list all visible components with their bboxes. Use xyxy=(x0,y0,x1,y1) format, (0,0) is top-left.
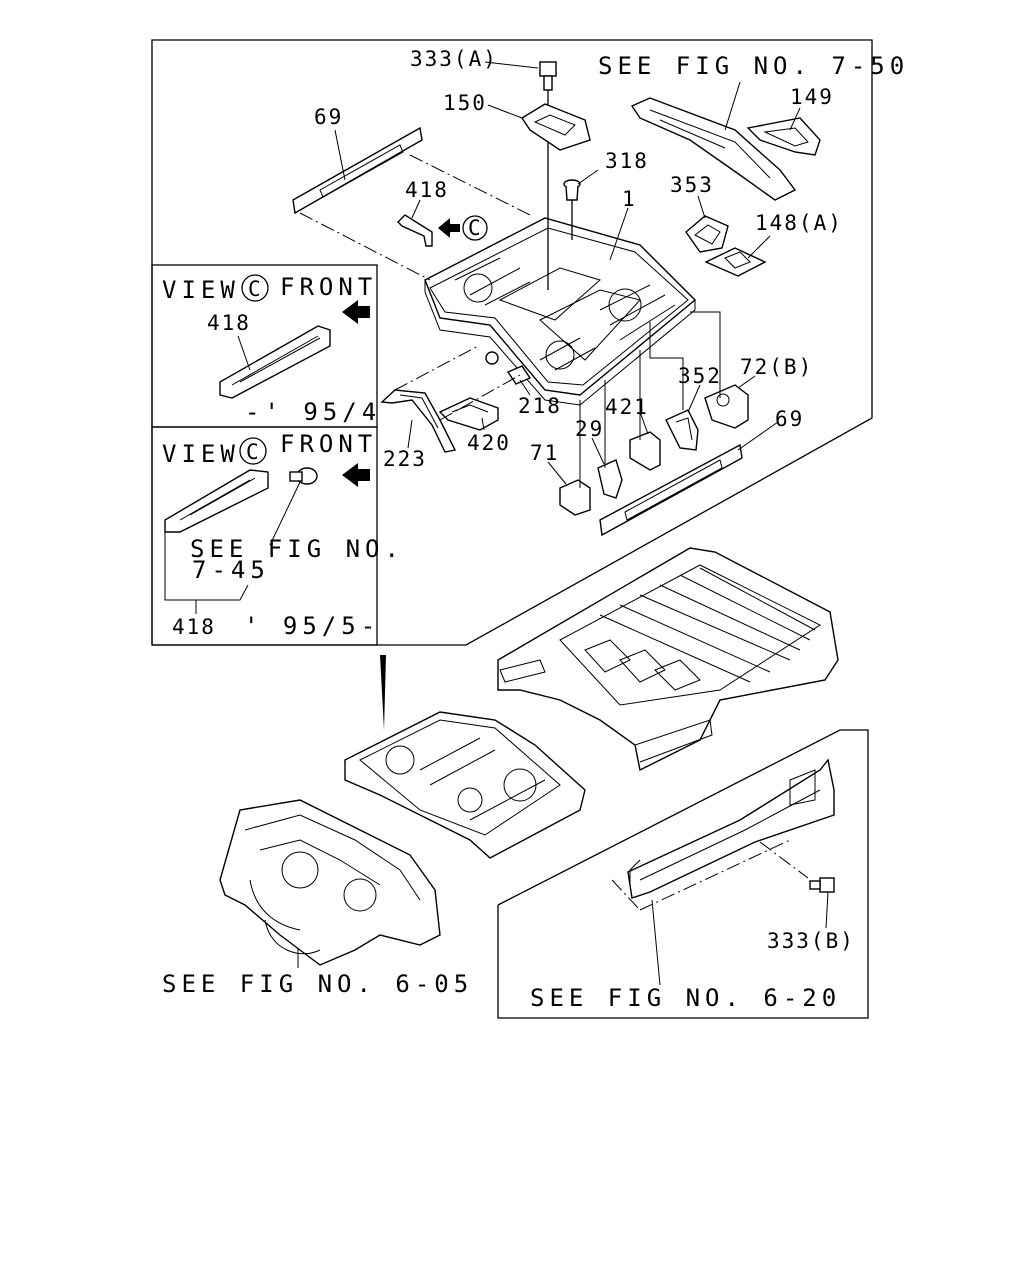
front-structure-6-05 xyxy=(219,799,441,968)
rail-69-top xyxy=(292,126,531,281)
bracket-421 xyxy=(629,431,661,471)
ref-fig-6-20: SEE FIG NO. 6-20 xyxy=(530,984,841,1012)
main-frame xyxy=(151,39,873,646)
bracket-418-main xyxy=(397,214,433,247)
callout-149: 149 xyxy=(790,85,834,109)
callout-333a: 333(A) xyxy=(410,47,498,71)
view-c-upper-range: -' 95/4 xyxy=(245,398,381,426)
callout-218: 218 xyxy=(518,394,562,418)
ref-fig-7-50: SEE FIG NO. 7-50 xyxy=(598,52,909,80)
plug-318 xyxy=(563,179,581,240)
bolt-333b xyxy=(809,877,835,929)
rail-69-bottom xyxy=(599,443,743,537)
bracket-353 xyxy=(685,215,729,253)
rear-floor-assembly xyxy=(497,547,839,772)
callout-leaders xyxy=(334,61,801,485)
view-c-lower-fig-no: 7-45 xyxy=(192,556,270,584)
bracket-72b xyxy=(704,384,749,429)
view-c-lower-front: FRONT xyxy=(280,430,377,458)
view-c-lower-see-fig: SEE FIG NO. xyxy=(190,535,404,563)
callout-223: 223 xyxy=(383,447,427,471)
view-c-lower-range: ' 95/5- xyxy=(244,612,380,640)
view-c-upper-part xyxy=(219,274,370,399)
view-c-lower-part xyxy=(164,437,370,614)
bracket-71 xyxy=(559,479,591,516)
callout-150: 150 xyxy=(443,91,487,115)
callout-353: 353 xyxy=(670,173,714,197)
callout-29: 29 xyxy=(575,417,604,441)
callout-318: 318 xyxy=(605,149,649,173)
leader-lines-rail xyxy=(690,311,721,398)
bracket-223 xyxy=(380,389,457,453)
bracket-29 xyxy=(597,459,623,499)
view-c-upper-front: FRONT xyxy=(280,273,377,301)
view-c-lower-box xyxy=(151,426,378,646)
view-arrow-c-symbol: C xyxy=(468,216,483,240)
callout-333b: 333(B) xyxy=(767,929,855,953)
callout-69-bottom: 69 xyxy=(775,407,804,431)
bracket-150 xyxy=(521,103,591,151)
callout-352: 352 xyxy=(678,364,722,388)
callout-72b: 72(B) xyxy=(740,355,813,379)
callout-69-top: 69 xyxy=(314,105,343,129)
front-floor-assembly xyxy=(344,711,586,859)
view-c-upper-view: VIEW xyxy=(162,276,240,304)
callout-148a: 148(A) xyxy=(755,211,843,235)
side-panel-6-20 xyxy=(611,758,835,986)
callout-418: 418 xyxy=(405,178,449,202)
callout-421: 421 xyxy=(605,395,649,419)
assembly-arrow xyxy=(380,655,386,730)
view-c-lower-part-418: 418 xyxy=(172,615,216,639)
callout-1: 1 xyxy=(622,187,637,211)
callout-71: 71 xyxy=(530,441,559,465)
view-c-upper-c-symbol: C xyxy=(248,277,263,301)
side-panel-frame xyxy=(497,729,869,1019)
ref-fig-6-05: SEE FIG NO. 6-05 xyxy=(162,970,473,998)
bracket-148a xyxy=(704,247,767,277)
view-c-lower-c-symbol: C xyxy=(246,440,261,464)
callout-420: 420 xyxy=(467,431,511,455)
bracket-149 xyxy=(746,117,821,156)
view-c-upper-part-418: 418 xyxy=(207,311,251,335)
bracket-420 xyxy=(438,397,499,431)
crossmember-7-50 xyxy=(630,97,797,201)
floor-panel-1 xyxy=(424,217,697,406)
bracket-352 xyxy=(665,409,699,451)
view-c-lower-view: VIEW xyxy=(162,440,240,468)
view-c-arrow xyxy=(438,215,488,241)
